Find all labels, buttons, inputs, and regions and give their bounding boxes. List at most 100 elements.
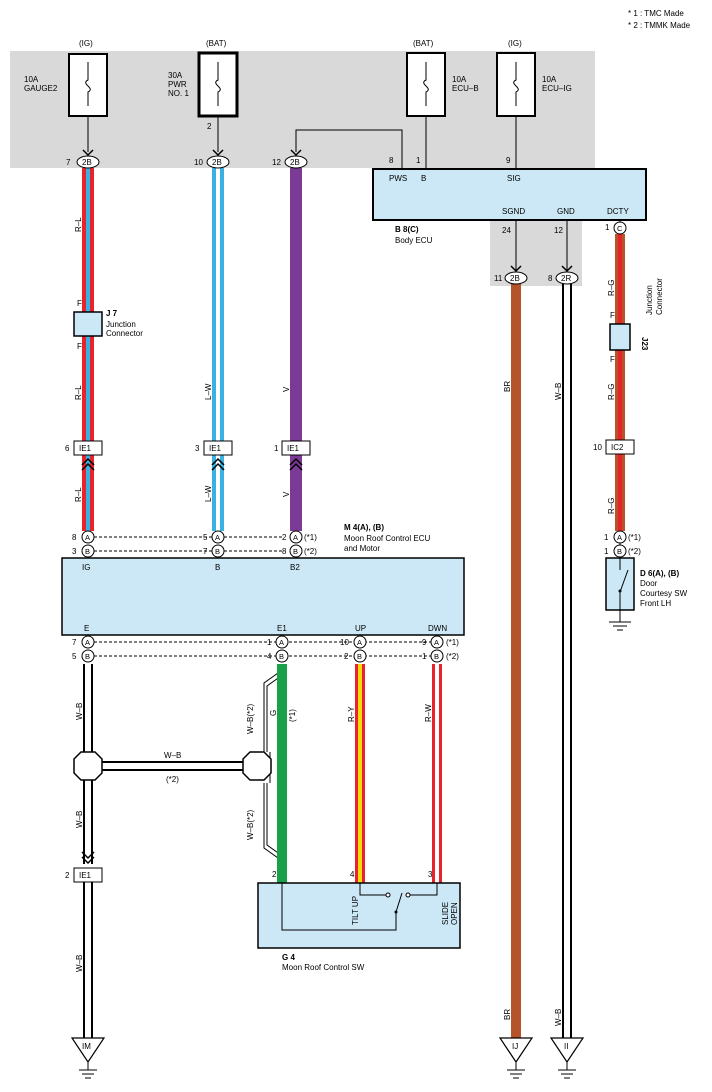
svg-text:2B: 2B xyxy=(510,274,520,283)
svg-text:2B: 2B xyxy=(212,158,222,167)
svg-text:SGND: SGND xyxy=(502,207,525,216)
svg-text:V: V xyxy=(282,491,291,497)
connector-ic2: IC2 10 xyxy=(593,439,635,455)
svg-text:A: A xyxy=(85,638,90,647)
svg-text:12: 12 xyxy=(272,158,281,167)
wire-w-b-left xyxy=(83,664,245,1038)
svg-text:B: B xyxy=(85,547,90,556)
svg-text:J23: J23 xyxy=(640,337,649,351)
svg-text:IE1: IE1 xyxy=(287,444,300,453)
moon-ecu-bottom-pins: A B A B A B A B 7 5 1 4 10 2 9 1 (*1) (*… xyxy=(72,635,459,663)
svg-text:E: E xyxy=(84,624,89,633)
svg-text:BR: BR xyxy=(503,1009,512,1020)
svg-text:1: 1 xyxy=(604,533,609,542)
svg-text:A: A xyxy=(357,638,362,647)
svg-text:B: B xyxy=(279,652,284,661)
wire-br xyxy=(511,284,521,1038)
svg-text:5: 5 xyxy=(203,533,208,542)
svg-text:(*2): (*2) xyxy=(446,652,459,661)
fuse-icon xyxy=(85,62,91,106)
svg-text:Moon Roof Control SW: Moon Roof Control SW xyxy=(282,963,365,972)
svg-text:W–B(*2): W–B(*2) xyxy=(246,809,255,840)
svg-text:10: 10 xyxy=(593,443,602,452)
wire-r-w xyxy=(432,664,442,883)
svg-text:ECU–IG: ECU–IG xyxy=(542,84,572,93)
svg-text:TILT UP: TILT UP xyxy=(351,896,360,925)
splice-point-left xyxy=(73,751,103,781)
svg-text:G 4: G 4 xyxy=(282,953,295,962)
svg-text:II: II xyxy=(564,1042,568,1051)
svg-text:2: 2 xyxy=(65,871,70,880)
svg-text:IE1: IE1 xyxy=(209,444,222,453)
svg-text:L–W: L–W xyxy=(204,485,213,502)
svg-text:B2: B2 xyxy=(290,563,300,572)
svg-text:12: 12 xyxy=(554,226,563,235)
connector-ie1-d: IE1 2 xyxy=(65,851,103,883)
svg-text:3: 3 xyxy=(72,547,77,556)
body-ecu-name: Body ECU xyxy=(395,236,433,245)
junction-connector-j23: F F J23 Junction Connector xyxy=(609,278,664,364)
svg-text:L–W: L–W xyxy=(204,383,213,400)
ground-ii: II xyxy=(549,1037,585,1079)
connector-2r-gnd: 2R 8 xyxy=(548,265,579,285)
moon-roof-control-switch: 2 4 3 TILT UP SLIDE OPEN G 4 Moon Roof C… xyxy=(257,870,461,972)
moon-roof-ecu: IG B B2 E E1 UP DWN M 4(A), (B) Moon Roo… xyxy=(61,523,465,636)
svg-text:A: A xyxy=(85,533,90,542)
svg-text:(BAT): (BAT) xyxy=(413,39,434,48)
svg-text:11: 11 xyxy=(494,274,503,283)
svg-text:8: 8 xyxy=(72,533,77,542)
svg-text:4: 4 xyxy=(267,652,272,661)
svg-text:R–L: R–L xyxy=(74,385,83,400)
svg-text:IG: IG xyxy=(82,563,90,572)
wire-w-b-ecu xyxy=(562,284,572,1038)
svg-text:R–G: R–G xyxy=(607,384,616,400)
svg-text:R–G: R–G xyxy=(607,280,616,296)
svg-text:A: A xyxy=(617,533,622,542)
svg-text:DCTY: DCTY xyxy=(607,207,629,216)
svg-text:1: 1 xyxy=(604,547,609,556)
svg-text:(IG): (IG) xyxy=(508,39,522,48)
svg-text:IE1: IE1 xyxy=(79,444,92,453)
svg-text:A: A xyxy=(215,533,220,542)
svg-text:GND: GND xyxy=(557,207,575,216)
connector-2b-gauge: 2B 7 xyxy=(66,149,100,169)
wire-labels: R–L R–L R–L L–W L–W V V BR BR W–B W–B R–… xyxy=(74,217,616,1026)
moon-ecu-name2: and Motor xyxy=(344,544,380,553)
svg-text:B: B xyxy=(85,652,90,661)
svg-text:C: C xyxy=(617,224,623,233)
svg-text:2: 2 xyxy=(344,652,349,661)
svg-text:(*1): (*1) xyxy=(628,533,641,542)
svg-text:R–Y: R–Y xyxy=(347,706,356,722)
svg-text:30A: 30A xyxy=(168,71,183,80)
svg-text:IC2: IC2 xyxy=(611,443,624,452)
svg-text:Junction: Junction xyxy=(106,320,136,329)
svg-text:(BAT): (BAT) xyxy=(206,39,227,48)
svg-text:Door: Door xyxy=(640,579,658,588)
svg-text:BR: BR xyxy=(503,381,512,392)
svg-text:W–B: W–B xyxy=(75,811,84,828)
svg-text:R–W: R–W xyxy=(424,704,433,722)
moon-ecu-top-pins: A B A B A B 8 3 5 7 2 8 (*1) (*2) xyxy=(72,530,317,558)
svg-text:(*1): (*1) xyxy=(304,533,317,542)
svg-text:8: 8 xyxy=(389,156,394,165)
svg-text:8: 8 xyxy=(282,547,287,556)
svg-text:7: 7 xyxy=(66,158,71,167)
junction-connector-j7: F F J 7 Junction Connector xyxy=(73,299,143,351)
svg-text:2: 2 xyxy=(272,870,277,879)
svg-text:SLIDE: SLIDE xyxy=(441,902,450,925)
connector-2b-b2: 2B 12 xyxy=(272,149,308,169)
fuse-pwr-pin: 2 xyxy=(207,122,212,131)
wire-l-w xyxy=(212,168,224,531)
svg-text:9: 9 xyxy=(506,156,511,165)
svg-text:5: 5 xyxy=(72,652,77,661)
svg-text:(*2): (*2) xyxy=(304,547,317,556)
svg-text:W–B: W–B xyxy=(75,703,84,720)
svg-text:IJ: IJ xyxy=(512,1042,518,1051)
ground-icon xyxy=(609,621,631,631)
connector-c-dcty: C xyxy=(613,221,627,235)
svg-text:PWS: PWS xyxy=(389,174,407,183)
svg-text:GAUGE2: GAUGE2 xyxy=(24,84,58,93)
svg-text:10A: 10A xyxy=(452,75,467,84)
fuse-icon xyxy=(423,62,429,106)
